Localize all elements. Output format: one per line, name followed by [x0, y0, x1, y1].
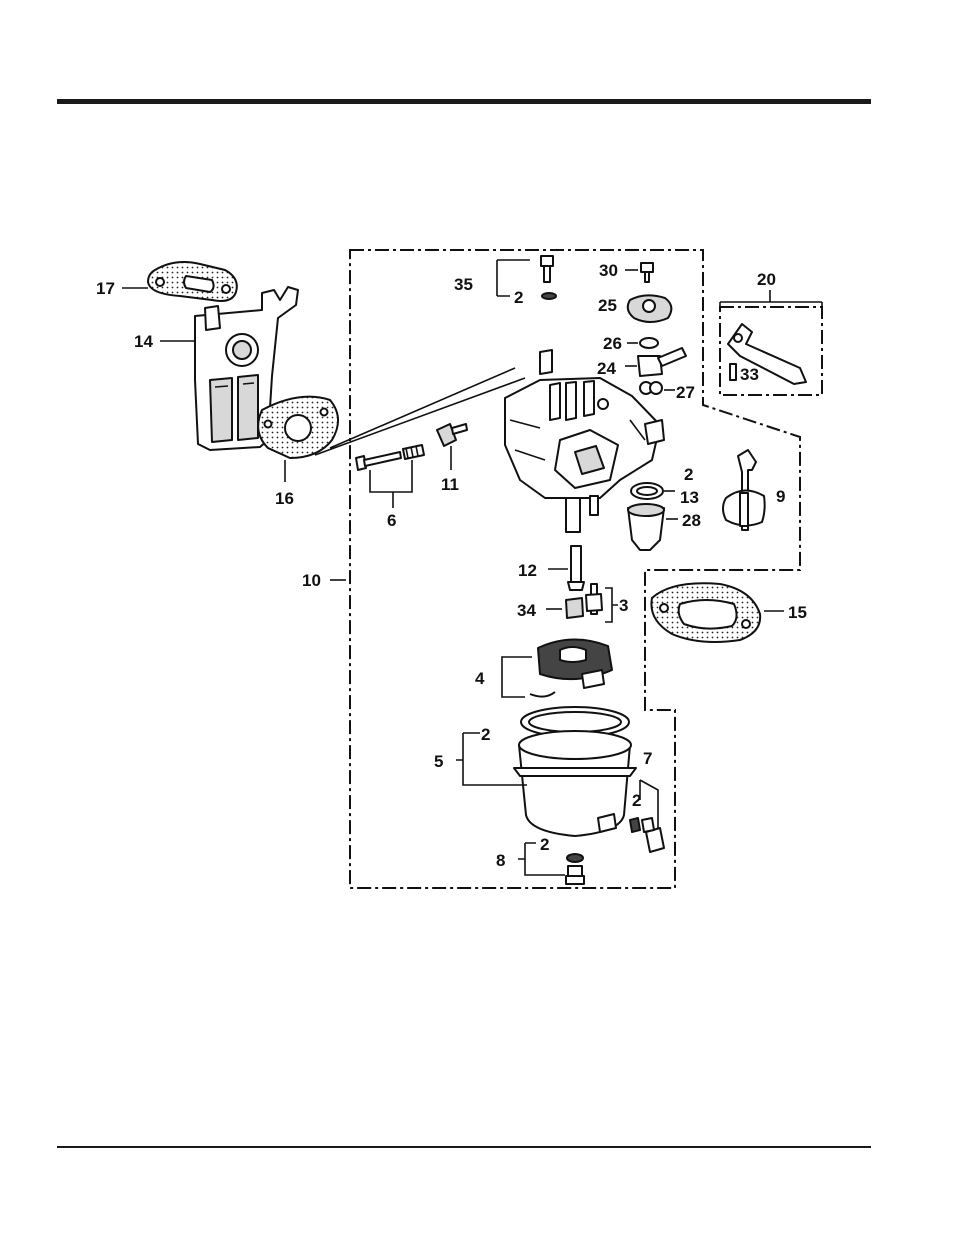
part-2-bolt-washer: [567, 854, 583, 862]
callout-8: 8: [496, 851, 505, 870]
part-35-screw: [541, 256, 553, 282]
part-2-drain-washer: [630, 818, 640, 832]
part-15-gasket: [651, 583, 760, 642]
part-17-gasket: [148, 262, 237, 301]
callout-2-bowl: 2: [481, 725, 490, 744]
part-9-choke: [723, 450, 765, 530]
part-16-gasket: [258, 397, 338, 458]
callout-2-top: 2: [514, 288, 523, 307]
callout-17: 17: [96, 279, 115, 298]
callout-35: 35: [454, 275, 473, 294]
callout-6: 6: [387, 511, 396, 530]
callout-13: 13: [680, 488, 699, 507]
callout-2-drain: 2: [632, 791, 641, 810]
part-8-bolt: [566, 866, 584, 884]
callout-20: 20: [757, 270, 776, 289]
callout-10: 10: [302, 571, 321, 590]
callout-24: 24: [597, 359, 616, 378]
callout-16: 16: [275, 489, 294, 508]
callout-33: 33: [740, 365, 759, 384]
callout-28: 28: [682, 511, 701, 530]
callout-3: 3: [619, 596, 628, 615]
part-11-screw: [437, 424, 467, 446]
part-3-needle: [586, 584, 602, 614]
part-26-ring: [640, 338, 658, 348]
callout-27: 27: [676, 383, 695, 402]
part-5-float-bowl: [514, 731, 636, 836]
callout-4: 4: [475, 669, 485, 688]
part-28-cup: [628, 504, 664, 550]
part-6-screw-spring: [356, 445, 424, 470]
callout-34: 34: [517, 601, 536, 620]
callout-7: 7: [643, 749, 652, 768]
part-4-float: [530, 639, 612, 696]
part-34-jet: [566, 598, 583, 618]
callout-25: 25: [598, 296, 617, 315]
callout-26: 26: [603, 334, 622, 353]
part-24-valve: [638, 348, 686, 376]
part-7-drain-screw: [642, 818, 664, 852]
callout-14: 14: [134, 332, 153, 351]
part-25-cover: [628, 295, 672, 322]
callout-15: 15: [788, 603, 807, 622]
callout-5: 5: [434, 752, 443, 771]
callout-30: 30: [599, 261, 618, 280]
part-27-spring: [640, 382, 662, 394]
callout-12: 12: [518, 561, 537, 580]
callout-9: 9: [776, 487, 785, 506]
part-33-pin: [730, 364, 736, 380]
part-2-washer: [542, 293, 556, 299]
callout-11: 11: [441, 475, 459, 494]
part-30-screw: [641, 263, 653, 282]
part-12-nozzle: [568, 546, 584, 590]
callout-2-ring: 2: [684, 465, 693, 484]
callout-2-bolt: 2: [540, 835, 549, 854]
